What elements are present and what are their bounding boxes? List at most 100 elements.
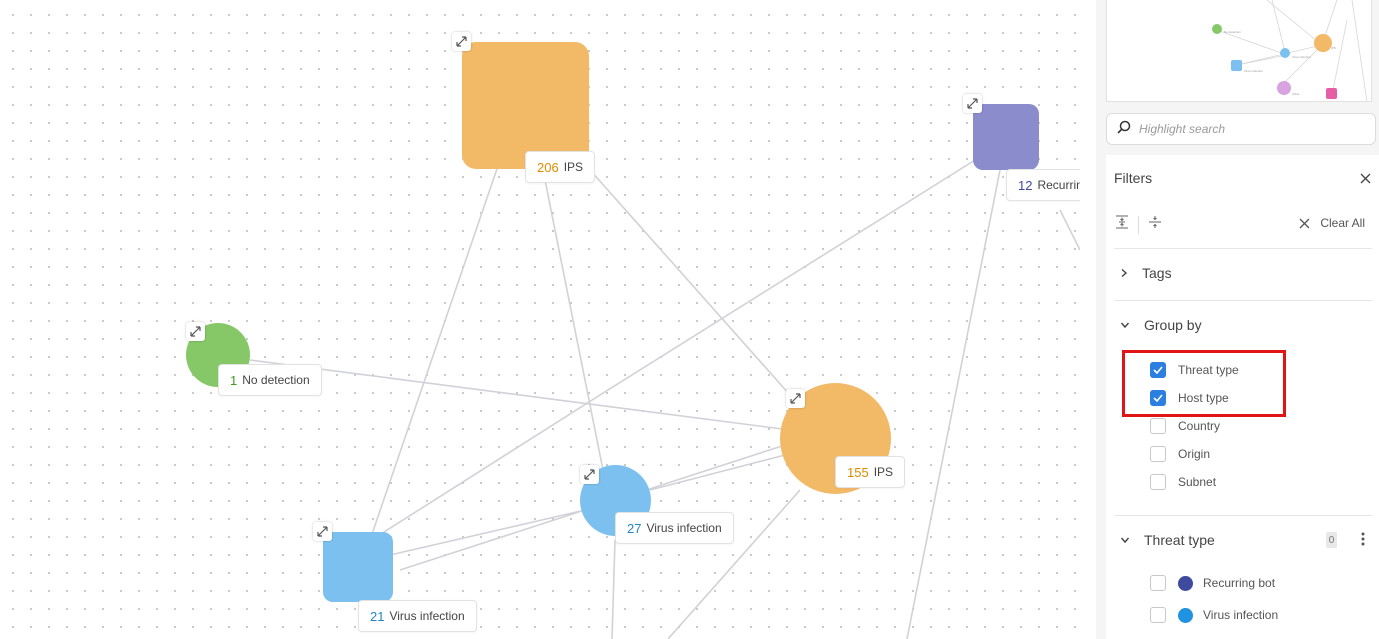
edge <box>649 454 786 491</box>
minimap-node <box>1231 60 1242 71</box>
groupby-option-country[interactable]: Country <box>1150 418 1220 434</box>
minimap-node <box>1280 48 1290 58</box>
highlight-search[interactable] <box>1106 113 1376 145</box>
edge <box>667 489 801 639</box>
expand-all-icon[interactable] <box>1114 214 1130 235</box>
node-type: No detection <box>242 373 310 387</box>
node-label: 27 Virus infection <box>615 512 734 544</box>
groupby-option-origin[interactable]: Origin <box>1150 446 1210 462</box>
divider <box>1114 300 1372 301</box>
option-label: Threat type <box>1178 363 1239 377</box>
chevron-right-icon <box>1121 268 1128 278</box>
section-group-by-label: Group by <box>1144 317 1202 333</box>
checkbox-checked[interactable] <box>1150 362 1166 378</box>
groupby-option-host-type[interactable]: Host type <box>1150 390 1229 406</box>
node-square[interactable] <box>462 42 589 169</box>
checkbox-checked[interactable] <box>1150 390 1166 406</box>
minimap-node <box>1277 81 1291 95</box>
option-label: Origin <box>1178 447 1211 461</box>
section-threat-type[interactable]: Threat type <box>1120 532 1215 548</box>
more-options-icon[interactable] <box>1361 532 1365 551</box>
checkbox[interactable] <box>1150 446 1166 462</box>
section-group-by[interactable]: Group by <box>1120 317 1202 333</box>
expand-icon[interactable] <box>186 322 205 341</box>
side-panel: No detection Virus infection IPS Virus i… <box>1096 0 1379 639</box>
edge <box>389 509 586 556</box>
graph-canvas[interactable]: 206 IPS 12 Recurrin 1 No detection 155 <box>0 0 1080 639</box>
checkbox[interactable] <box>1150 418 1166 434</box>
expand-icon[interactable] <box>452 32 471 51</box>
check-icon <box>1153 366 1163 374</box>
edge <box>369 159 501 541</box>
option-label: Recurring bot <box>1203 576 1276 590</box>
expand-icon[interactable] <box>786 389 805 408</box>
chevron-down-icon <box>1120 537 1130 544</box>
filters-toolbar <box>1114 214 1163 235</box>
minimap-graph: No detection Virus infection IPS Virus i… <box>1212 0 1368 101</box>
node-label: 21 Virus infection <box>358 600 477 632</box>
node-square[interactable] <box>323 532 393 602</box>
section-tags-label: Tags <box>1142 265 1172 281</box>
expand-icon[interactable] <box>963 94 982 113</box>
close-icon[interactable] <box>1360 171 1371 189</box>
expand-icon[interactable] <box>313 522 332 541</box>
color-dot <box>1178 575 1193 591</box>
svg-text:Other: Other <box>1292 92 1300 96</box>
color-dot <box>1178 607 1193 623</box>
edge <box>611 539 616 639</box>
edge <box>599 159 976 396</box>
section-threat-type-label: Threat type <box>1144 532 1215 548</box>
clear-all-button[interactable]: Clear All <box>1299 216 1365 230</box>
chevron-down-icon <box>1120 322 1130 329</box>
groupby-option-subnet[interactable]: Subnet <box>1150 474 1216 490</box>
node-type: IPS <box>873 465 894 479</box>
node-type: Virus infection <box>646 521 722 535</box>
threat-option-virus-infection[interactable]: Virus infection <box>1150 607 1278 623</box>
edge <box>1059 209 1080 251</box>
check-icon <box>1153 394 1163 402</box>
search-input[interactable] <box>1139 122 1359 136</box>
edge <box>249 359 791 431</box>
checkbox[interactable] <box>1150 474 1166 490</box>
minimap[interactable]: No detection Virus infection IPS Virus i… <box>1106 0 1372 102</box>
toolbar-divider <box>1138 215 1139 234</box>
checkbox[interactable] <box>1150 575 1166 591</box>
node-count: 1 <box>230 372 238 388</box>
groupby-option-threat-type[interactable]: Threat type <box>1150 362 1239 378</box>
svg-text:IPS: IPS <box>1331 46 1336 50</box>
option-label: Host type <box>1178 391 1229 405</box>
option-label: Country <box>1178 419 1221 433</box>
node-count: 12 <box>1018 177 1033 193</box>
edge <box>544 179 604 471</box>
svg-text:Virus infection: Virus infection <box>1292 55 1311 59</box>
collapse-all-icon[interactable] <box>1147 214 1163 235</box>
count-badge: 0 <box>1326 532 1337 548</box>
threat-option-recurring-bot[interactable]: Recurring bot <box>1150 575 1275 591</box>
minimap-node <box>1212 24 1222 34</box>
option-label: Subnet <box>1178 475 1217 489</box>
node-square[interactable] <box>973 104 1039 170</box>
node-count: 206 <box>537 159 559 175</box>
divider <box>1114 515 1372 516</box>
node-type: IPS <box>563 160 584 174</box>
minimap-node <box>1326 88 1337 99</box>
expand-icon[interactable] <box>580 465 599 484</box>
node-type: Virus infection <box>389 609 465 623</box>
edge <box>906 169 1001 639</box>
svg-text:Virus infection: Virus infection <box>1244 69 1263 73</box>
checkbox[interactable] <box>1150 607 1166 623</box>
clear-all-label: Clear All <box>1320 216 1365 230</box>
node-count: 27 <box>627 520 642 536</box>
filters-panel: Filters Clear All Tags Group by <box>1106 155 1379 639</box>
node-label: 12 Recurrin <box>1006 169 1080 201</box>
section-tags[interactable]: Tags <box>1120 265 1172 281</box>
divider <box>1114 248 1372 249</box>
filters-title: Filters <box>1114 170 1153 186</box>
node-label: 206 IPS <box>525 151 596 183</box>
clear-icon <box>1299 218 1310 228</box>
node-label: 1 No detection <box>218 364 322 396</box>
node-count: 21 <box>370 608 385 624</box>
edge <box>589 169 791 396</box>
node-type: Recurrin <box>1037 178 1080 192</box>
minimap-node <box>1314 34 1332 52</box>
